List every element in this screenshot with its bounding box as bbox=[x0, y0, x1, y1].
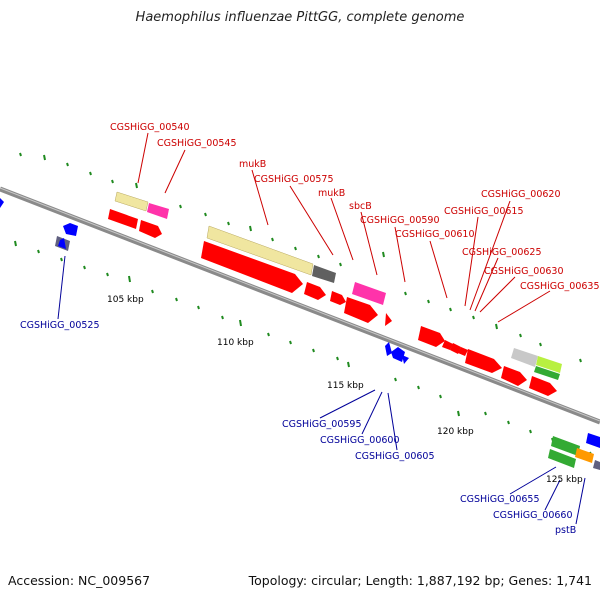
gene-label[interactable]: CGSHiGG_00625 bbox=[462, 247, 542, 258]
gene-cgshigg-00660-block[interactable] bbox=[548, 449, 576, 468]
gene-arrow[interactable] bbox=[304, 282, 326, 300]
gene-arrow[interactable] bbox=[442, 340, 453, 350]
gene-label[interactable]: CGSHiGG_00630 bbox=[484, 266, 564, 277]
gene-label[interactable]: sbcB bbox=[349, 201, 372, 212]
gene-arrow[interactable] bbox=[108, 209, 138, 229]
gene-orange-block[interactable] bbox=[575, 448, 594, 463]
reverse-genes bbox=[0, 198, 600, 470]
gene-cgshigg-00600-arrow[interactable] bbox=[391, 347, 405, 362]
gene-arrow-blue[interactable] bbox=[0, 198, 4, 208]
genome-backbone-highlight bbox=[0, 187, 600, 422]
leader-lines-bottom bbox=[57, 255, 586, 525]
gene-cgshigg-00540-block[interactable] bbox=[114, 191, 149, 212]
gene-arrow[interactable] bbox=[458, 347, 468, 356]
gene-cgshigg-00655-block[interactable] bbox=[551, 436, 580, 456]
map-title: Haemophilus influenzae PittGG, complete … bbox=[135, 10, 465, 25]
gene-arrow[interactable] bbox=[450, 343, 461, 354]
gene-arrow[interactable] bbox=[201, 241, 303, 293]
scale-label-120: 120 kbp bbox=[437, 427, 474, 437]
gene-cgshigg-00525-blue[interactable] bbox=[58, 238, 66, 249]
gene-lime-block[interactable] bbox=[536, 356, 562, 373]
gene-label[interactable]: CGSHiGG_00575 bbox=[254, 174, 334, 185]
gene-label[interactable]: CGSHiGG_00620 bbox=[481, 189, 561, 200]
gene-label[interactable]: CGSHiGG_00595 bbox=[282, 419, 362, 430]
leader-lines-top bbox=[137, 132, 551, 323]
gene-arrow[interactable] bbox=[418, 326, 445, 347]
gene-arrow[interactable] bbox=[501, 366, 527, 386]
summary-text: Topology: circular; Length: 1,887,192 bp… bbox=[248, 573, 592, 588]
gene-pstb-block[interactable] bbox=[586, 433, 600, 448]
scale-label-125: 125 kbp bbox=[546, 475, 583, 485]
gene-label[interactable]: CGSHiGG_00615 bbox=[444, 206, 524, 217]
gene-sbcb-block[interactable] bbox=[352, 282, 386, 305]
gene-arrow[interactable] bbox=[330, 291, 346, 305]
gene-label[interactable]: CGSHiGG_00660 bbox=[493, 510, 573, 521]
gene-label[interactable]: CGSHiGG_00635 bbox=[520, 281, 600, 292]
scale-labels: 105 kbp 110 kbp 115 kbp 120 kbp 125 kbp bbox=[107, 295, 583, 485]
outer-ticks bbox=[19, 152, 582, 363]
gene-cgshigg-00605-arrow[interactable] bbox=[402, 355, 409, 364]
genome-backbone bbox=[0, 186, 600, 425]
gene-label[interactable]: mukB bbox=[318, 188, 345, 199]
gene-label[interactable]: CGSHiGG_00590 bbox=[360, 215, 440, 226]
gene-label[interactable]: CGSHiGG_00525 bbox=[20, 320, 100, 331]
gene-label[interactable]: CGSHiGG_00655 bbox=[460, 494, 540, 505]
accession-text: Accession: NC_009567 bbox=[8, 573, 151, 588]
gene-mukb-block[interactable] bbox=[206, 225, 314, 276]
forward-genes bbox=[114, 191, 562, 380]
gene-label[interactable]: CGSHiGG_00545 bbox=[157, 138, 237, 149]
gene-label[interactable]: CGSHiGG_00540 bbox=[110, 122, 190, 133]
gene-labels-bottom: CGSHiGG_00525 CGSHiGG_00595 CGSHiGG_0060… bbox=[20, 320, 576, 536]
gene-arrow[interactable] bbox=[139, 220, 162, 238]
scale-label-110: 110 kbp bbox=[217, 338, 254, 348]
scale-label-105: 105 kbp bbox=[107, 295, 144, 305]
gene-label[interactable]: CGSHiGG_00610 bbox=[395, 229, 475, 240]
gene-arrow[interactable] bbox=[344, 297, 378, 323]
gene-cgshigg-00525-block[interactable] bbox=[63, 223, 78, 236]
gene-labels-top: CGSHiGG_00540 CGSHiGG_00545 mukB CGSHiGG… bbox=[110, 122, 600, 292]
gene-label[interactable]: mukB bbox=[239, 159, 266, 170]
gene-arrow[interactable] bbox=[385, 313, 392, 326]
gene-cgshigg-00575-block[interactable] bbox=[312, 265, 336, 283]
gene-label[interactable]: pstB bbox=[555, 525, 576, 536]
gene-cgshigg-00545-block[interactable] bbox=[147, 203, 169, 219]
gene-label[interactable]: CGSHiGG_00600 bbox=[320, 435, 400, 446]
gene-green-small-block[interactable] bbox=[534, 366, 560, 380]
scale-label-115: 115 kbp bbox=[327, 381, 364, 391]
forward-arrows bbox=[108, 209, 557, 396]
gene-label[interactable]: CGSHiGG_00605 bbox=[355, 451, 435, 462]
gene-arrow[interactable] bbox=[465, 349, 502, 373]
gene-arrow[interactable] bbox=[529, 376, 557, 396]
gene-cgshigg-00595-arrow[interactable] bbox=[385, 342, 392, 356]
gene-light-grey-block[interactable] bbox=[511, 348, 538, 367]
gene-grey-block[interactable] bbox=[593, 460, 600, 470]
